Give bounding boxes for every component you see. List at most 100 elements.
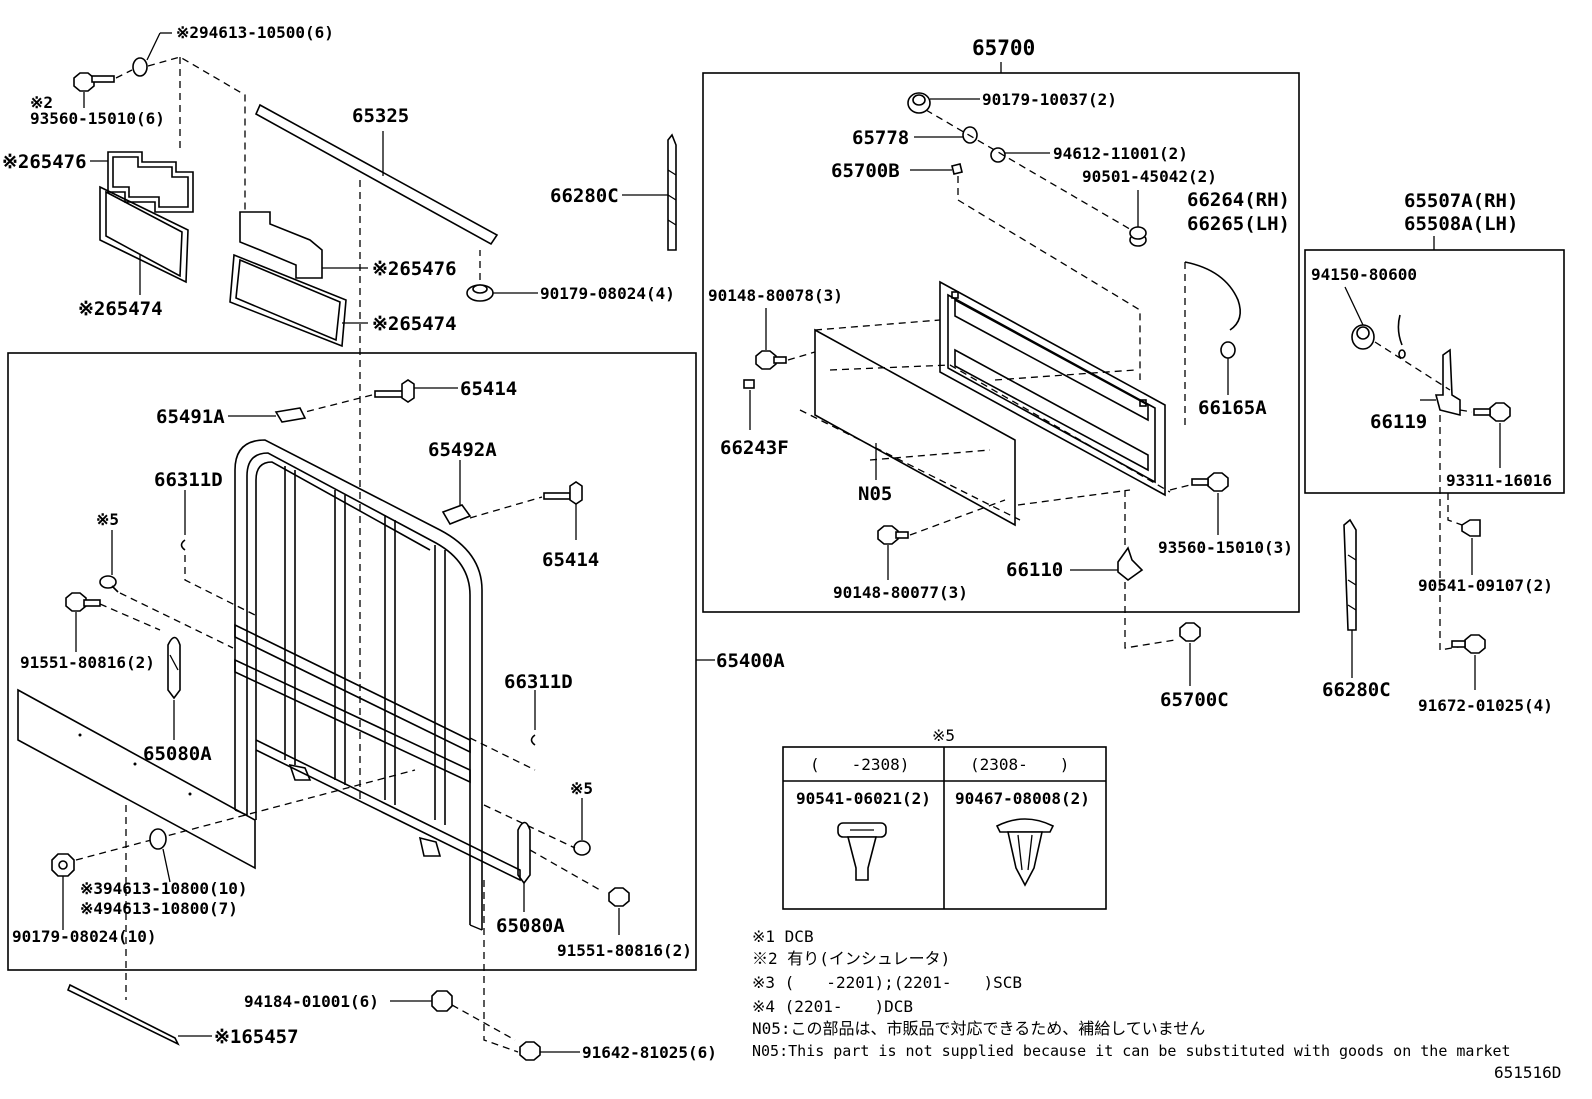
bolt-91551-80816-a [65,592,101,612]
note-4: ※4 (2201- )DCB [752,997,913,1016]
label-N05: N05 [858,483,892,505]
table-col1-part: 90541-06021(2) [796,789,931,808]
label-65476-a: ※265476 [2,151,87,173]
washer-94613-10800 [149,828,167,850]
label-90148-80078: 90148-80078(3) [708,286,843,305]
label-90179-10037: 90179-10037(2) [982,90,1117,109]
note-3: ※3 ( -2201);(2201- )SCB [752,973,1022,992]
label-93560-15010: 93560-15010(6) [30,109,165,128]
table-text: ※5 ( -2308) (2308- ) 90541-06021(2) 9046… [796,726,1090,808]
label-65414-a: 65414 [460,378,517,400]
plate-65476-b [239,211,323,279]
clip-x5-a [99,575,119,593]
label-65507A: 65507A(RH) [1404,190,1518,212]
label-91551-80816-a: 91551-80816(2) [20,653,155,672]
figure-code: 651516D [1494,1063,1561,1082]
label-94150-80600: 94150-80600 [1311,265,1417,284]
latch-65080A-b [517,821,531,885]
label-90541-09107: 90541-09107(2) [1418,576,1553,595]
label-65700C: 65700C [1160,689,1229,711]
clip-65492A [441,504,472,525]
label-65414-b: 65414 [542,549,599,571]
table-col2-range: (2308- ) [970,755,1069,774]
bolt-91551-80816-b [608,887,630,907]
box-65400A [7,352,697,971]
label-94612-11001: 94612-11001(2) [1053,144,1188,163]
lock-66119 [1434,348,1461,417]
plate-65474-b [229,253,347,348]
clip-90179-08024 [466,284,494,302]
plate-65325 [254,103,499,246]
bolt-93560-15010 [73,72,115,108]
label-65700B: 65700B [831,160,900,182]
label-66265: 66265(LH) [1187,213,1290,235]
footnotes: ※1 DCB ※2 有り(インシュレータ) ※3 ( -2201);(2201-… [752,927,1561,1082]
label-x5-b: ※5 [570,779,593,798]
label-66311D-b: 66311D [504,671,573,693]
label-91672-01025: 91672-01025(4) [1418,696,1553,715]
wire-66264 [1184,261,1241,331]
bracket-66110 [1117,546,1144,582]
label-66165A: 66165A [1198,397,1267,419]
label-94613-10800-7: ※494613-10800(7) [80,899,238,918]
table-col2-part: 90467-08008(2) [955,789,1090,808]
label-66311D-a: 66311D [154,469,223,491]
label-66110: 66110 [1006,559,1063,581]
label-66243F: 66243F [720,437,789,459]
label-65508A: 65508A(LH) [1404,213,1518,235]
pin-66311D-a [180,539,186,551]
label-93311-16016: 93311-16016 [1446,471,1552,490]
label-94613-10500: ※294613-10500(6) [176,23,334,42]
clip-66243F [743,379,755,389]
strip-65457 [66,983,180,1046]
clip-x5-b [573,840,591,856]
label-65492A: 65492A [428,439,497,461]
nut-90179-08024-10 [51,853,75,877]
clip-90541-06021 [837,822,887,881]
label-65080A-a: 65080A [143,743,212,765]
washer-94612-11001 [990,147,1006,163]
note-5: N05:この部品は、市販品で対応できるため、補給していません [752,1019,1205,1038]
label-93560-15010-3: 93560-15010(3) [1158,538,1293,557]
washer-94613-10500 [132,32,172,77]
frame-65400A [234,439,521,931]
label-90179-08024-10: 90179-08024(10) [12,927,157,946]
bolt-65414-a [374,379,415,403]
grommet-94150-80600 [1351,324,1375,350]
rope-hook-66280C-b [1343,518,1357,631]
clip-variant-table [782,746,1107,910]
label-65474-a: ※265474 [78,298,163,320]
bolt-65414-b [543,481,583,505]
clip-65491A [274,407,307,423]
label-93560-15010-mark: ※2 [30,93,53,112]
clip-90467-08008 [995,818,1055,887]
bolt-90148-80077 [877,525,909,545]
spacer-90501-45042 [1129,226,1147,247]
bolt-91672-01025 [1451,634,1486,654]
callouts: ※294613-10500(6) ※2 93560-15010(6) ※2654… [2,23,1553,1062]
rope-hook-66280C-a [667,133,677,251]
note-1: ※1 DCB [752,927,814,946]
label-65700: 65700 [972,36,1035,60]
label-65474-b: ※265474 [372,313,457,335]
bolt-93560-15010-3 [1191,472,1229,492]
grommet-90179-10037 [907,92,931,114]
label-65778: 65778 [852,127,909,149]
label-90179-08024-4: 90179-08024(4) [540,284,675,303]
note-6: N05:This part is not supplied because it… [752,1042,1511,1060]
label-91551-80816-b: 91551-80816(2) [557,941,692,960]
cap-66165A [1220,341,1236,359]
plate-65476-a [107,151,194,213]
label-65457: ※165457 [214,1026,299,1048]
label-65476-b: ※265476 [372,258,457,280]
pin-66311D-b [530,734,536,746]
label-66280C-b: 66280C [1322,679,1391,701]
clip-90541-09107 [1461,519,1481,537]
label-65080A-b: 65080A [496,915,565,937]
box-65507A [1304,249,1565,494]
gate-frame-65700 [939,280,1166,497]
label-65491A: 65491A [156,406,225,428]
bolt-90148-80078 [755,350,787,370]
latch-65080A-a [167,636,181,700]
